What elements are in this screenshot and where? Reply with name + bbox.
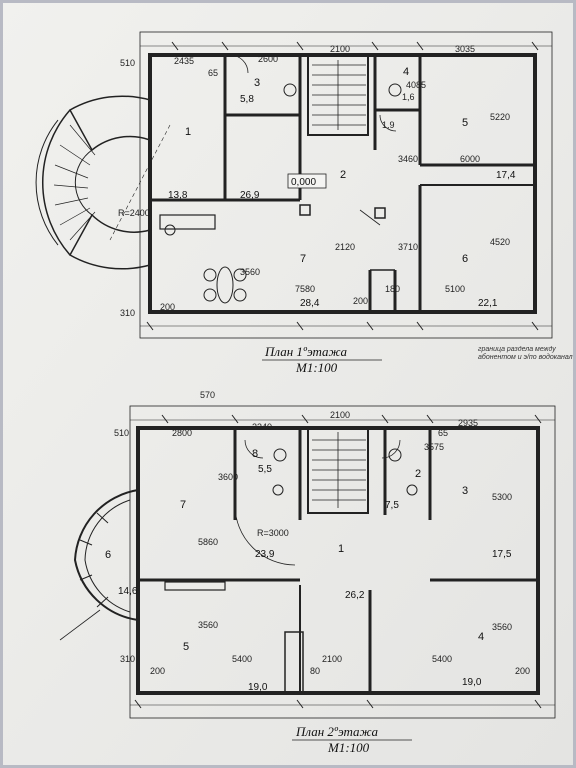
dim-r2400: R=2400	[118, 208, 150, 218]
dim-5860: 5860	[198, 537, 218, 547]
dim-7580: 7580	[295, 284, 315, 294]
dim-3710: 3710	[398, 242, 418, 252]
dim-2800: 2800	[172, 428, 192, 438]
dim-4085: 4085	[406, 80, 426, 90]
area-17-4: 17,4	[496, 170, 516, 181]
dim-3035: 3035	[455, 44, 475, 54]
dim-2340: 2340	[252, 422, 272, 432]
dim-80: 80	[310, 666, 320, 676]
dim-310: 310	[120, 308, 135, 318]
dim-6000: 6000	[460, 154, 480, 164]
room-2-p2: 2	[415, 468, 421, 480]
area-5-8: 5,8	[240, 94, 254, 105]
room-4-p1: 4	[403, 66, 409, 78]
dim-2100-top: 2100	[330, 410, 350, 420]
room-7-p1: 7	[300, 253, 306, 265]
room-8-p2: 8	[252, 448, 258, 460]
dim-3560-right: 3560	[492, 622, 512, 632]
area-23-9: 23,9	[255, 549, 275, 560]
level-mark-box	[287, 173, 327, 189]
dim-200-p2b: 200	[515, 666, 530, 676]
dim-180: 180	[385, 284, 400, 294]
area-22-1: 22,1	[478, 298, 498, 309]
room-2-p1: 2	[340, 169, 346, 181]
dim-r3000: R=3000	[257, 528, 289, 538]
dim-2600: 2600	[258, 54, 278, 64]
area-13-8: 13,8	[168, 190, 188, 201]
dim-200-a: 200	[160, 302, 175, 312]
plan-1-labels: 2435 2600 2100 3035 65 4085 6000 5220 45…	[118, 44, 516, 375]
dim-2100-bottom: 2100	[322, 654, 342, 664]
level-0-000: 0,000	[291, 177, 316, 188]
room-1-p1: 1	[185, 126, 191, 138]
dim-3560: 3560	[240, 267, 260, 277]
dim-2435: 2435	[174, 56, 194, 66]
room-7-p2: 7	[180, 499, 186, 511]
area-7-5: 7,5	[385, 500, 399, 511]
area-17-5: 17,5	[492, 549, 512, 560]
dim-5400-left: 5400	[232, 654, 252, 664]
dim-65-p2: 65	[438, 428, 448, 438]
plan-2-labels: 2800 2100 2935 2340 510 570 65 3600 5860…	[105, 390, 530, 755]
dim-3575: 3575	[424, 442, 444, 452]
plan-1-scale: M1:100	[295, 360, 338, 375]
dim-200-b: 200	[353, 296, 368, 306]
area-14-6: 14,6	[118, 586, 138, 597]
dim-570: 570	[200, 390, 215, 400]
dim-5300: 5300	[492, 492, 512, 502]
area-5-5: 5,5	[258, 464, 272, 475]
plan-1-title: План 1ºэтажа	[264, 344, 347, 359]
room-6-p1: 6	[462, 253, 468, 265]
dim-4520: 4520	[490, 237, 510, 247]
room-3-p1: 3	[254, 77, 260, 89]
room-6-p2: 6	[105, 549, 111, 561]
plan-2-scale: M1:100	[327, 740, 370, 755]
dim-3600: 3600	[218, 472, 238, 482]
dim-5220: 5220	[490, 112, 510, 122]
dim-3460: 3460	[398, 154, 418, 164]
area-19-0-right: 19,0	[462, 677, 482, 688]
dim-1-9: 1,9	[382, 120, 395, 130]
dim-510: 510	[120, 58, 135, 68]
room-3-p2: 3	[462, 485, 468, 497]
dim-310-p2: 310	[120, 654, 135, 664]
dim-3560-left: 3560	[198, 620, 218, 630]
dim-2120: 2120	[335, 242, 355, 252]
area-26-2: 26,2	[345, 590, 365, 601]
area-19-0-left: 19,0	[248, 682, 268, 693]
dim-510-p2: 510	[114, 428, 129, 438]
dim-5400-right: 5400	[432, 654, 452, 664]
room-4-p2: 4	[478, 631, 484, 643]
dim-65: 65	[208, 68, 218, 78]
area-26-9: 26,9	[240, 190, 260, 201]
room-5-p2: 5	[183, 641, 189, 653]
plan-2-drawing	[59, 405, 556, 719]
area-28-4: 28,4	[300, 298, 320, 309]
room-1-p2: 1	[338, 543, 344, 555]
plan-2-title: План 2ºэтажа	[295, 724, 378, 739]
dim-200-p2a: 200	[150, 666, 165, 676]
dim-5100: 5100	[445, 284, 465, 294]
plan-1-drawing	[35, 31, 553, 339]
dim-2935: 2935	[458, 418, 478, 428]
boundary-note-text: граница раздела между абонентом и э/по в…	[478, 346, 573, 361]
dim-2100: 2100	[330, 44, 350, 54]
boundary-note: граница раздела между абонентом и э/по в…	[478, 346, 573, 361]
room-5-p1: 5	[462, 117, 468, 129]
dim-1-6: 1,6	[402, 92, 415, 102]
